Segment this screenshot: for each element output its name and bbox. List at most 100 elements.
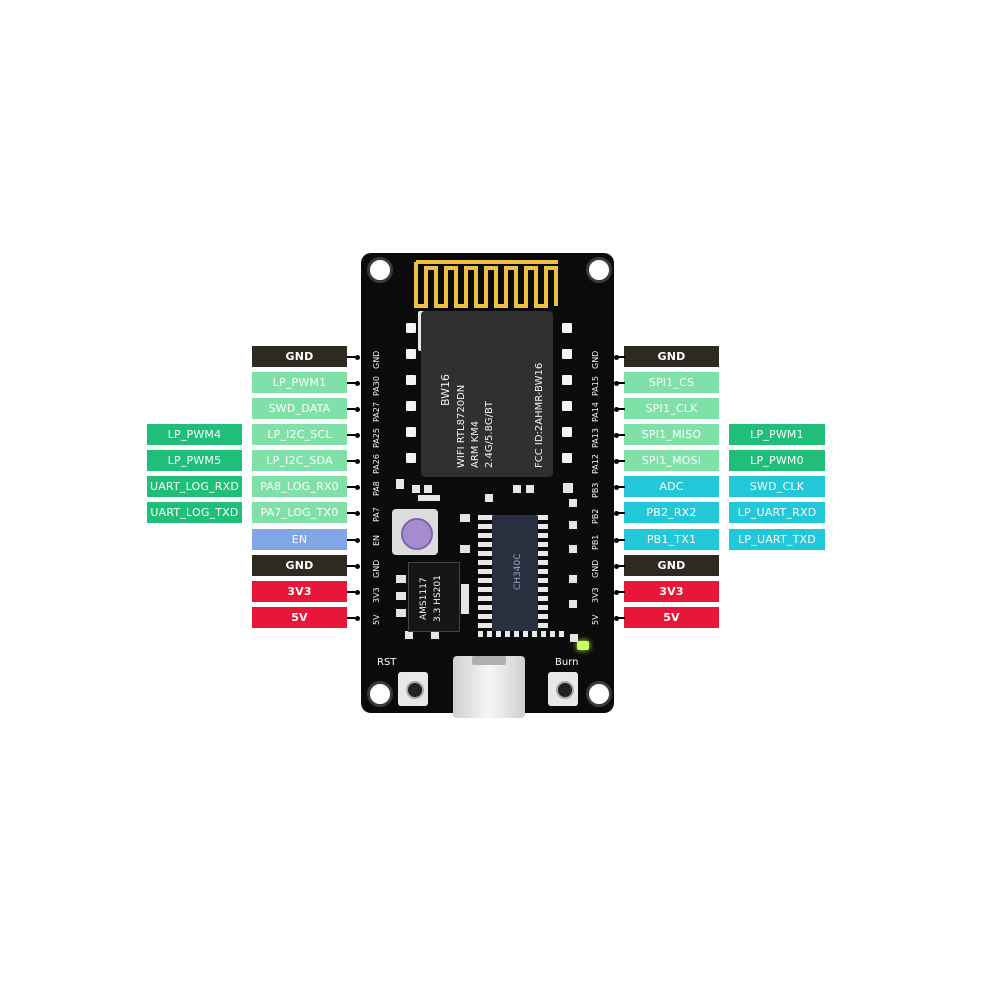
silk-left-8: GND (372, 559, 381, 578)
usb-c-port (472, 656, 506, 665)
label-right-spi1-miso: SPI1_MISO (624, 424, 719, 445)
silk-right-10: 5V (591, 614, 600, 625)
label-right-5v: 5V (624, 607, 719, 628)
smd-component (513, 485, 521, 493)
silk-left-5: PA8 (372, 481, 381, 496)
rst-label: RST (377, 657, 397, 668)
pcb-antenna (412, 256, 562, 312)
label-left-pa8-log-rx0: PA8_LOG_RX0 (252, 476, 347, 497)
label-right-pb1-tx1: PB1_TX1 (624, 529, 719, 550)
label-left-lp-pwm1: LP_PWM1 (252, 372, 347, 393)
silk-right-1: PA15 (591, 376, 600, 396)
smd-component (396, 479, 404, 489)
mounting-hole-top-right (586, 257, 612, 283)
usb-serial-chip (492, 515, 538, 633)
label-left-3v3: 3V3 (252, 581, 347, 602)
label-right-gnd-2: GND (624, 555, 719, 576)
silk-right-3: PA13 (591, 428, 600, 448)
label-right-3v3: 3V3 (624, 581, 719, 602)
label-right-spi1-cs: SPI1_CS (624, 372, 719, 393)
label-left-lp-i2c-scl: LP_I2C_SCL (252, 424, 347, 445)
smd-component (569, 499, 577, 507)
label-right-pb2-rx2: PB2_RX2 (624, 502, 719, 523)
smd-component (526, 485, 534, 493)
label-left-pa7-log-tx0: PA7_LOG_TX0 (252, 502, 347, 523)
smd-component (424, 485, 432, 493)
smd-component (569, 521, 577, 529)
silk-left-1: PA30 (372, 376, 381, 396)
label-right-adc: ADC (624, 476, 719, 497)
label-left-alt-lp-pwm5: LP_PWM5 (147, 450, 242, 471)
voltage-regulator (408, 562, 460, 632)
silk-right-6: PB2 (591, 508, 600, 524)
label-left-swd-data: SWD_DATA (252, 398, 347, 419)
smd-component (431, 631, 439, 639)
smd-component (570, 634, 578, 642)
label-right-alt-lp-pwm0: LP_PWM0 (729, 450, 825, 471)
silk-right-0: GND (591, 350, 600, 369)
mounting-hole-top-left (367, 257, 393, 283)
module-line1: WIFI RTL8720DN (456, 384, 467, 468)
usb-c-connector[interactable] (453, 656, 525, 718)
silk-left-0: GND (372, 350, 381, 369)
regulator-tab (396, 609, 406, 617)
rst-button-cap (406, 681, 424, 699)
bottom-pads (478, 631, 564, 637)
smd-component (569, 545, 577, 553)
mounting-hole-bottom-right (586, 681, 612, 707)
module-fcc: FCC ID:2AHMR-BW16 (534, 362, 545, 468)
silk-right-7: PB1 (591, 534, 600, 550)
silk-right-9: 3V3 (591, 587, 600, 603)
module-line2: ARM KM4 (470, 420, 481, 468)
silk-left-10: 5V (372, 614, 381, 625)
label-left-gnd-1: GND (252, 346, 347, 367)
label-right-alt-lp-uart-txd: LP_UART_TXD (729, 529, 825, 550)
label-left-lp-i2c-sda: LP_I2C_SDA (252, 450, 347, 471)
smd-component (563, 483, 573, 493)
label-left-alt-uart-log-rxd: UART_LOG_RXD (147, 476, 242, 497)
silk-right-8: GND (591, 559, 600, 578)
smd-component (569, 600, 577, 608)
silk-right-4: PA12 (591, 454, 600, 474)
smd-component (460, 545, 470, 553)
label-left-gnd-2: GND (252, 555, 347, 576)
power-led (577, 641, 589, 650)
silk-left-6: PA7 (372, 507, 381, 522)
label-left-alt-uart-log-txd: UART_LOG_TXD (147, 502, 242, 523)
burn-label: Burn (555, 657, 579, 668)
burn-button-cap (556, 681, 574, 699)
silk-left-4: PA26 (372, 454, 381, 474)
silk-right-2: PA14 (591, 402, 600, 422)
silk-left-2: PA27 (372, 402, 381, 422)
label-right-spi1-mosi: SPI1_MOSI (624, 450, 719, 471)
regulator-tab (396, 592, 406, 600)
silk-left-3: PA25 (372, 428, 381, 448)
silk-left-7: EN (372, 534, 381, 546)
mounting-hole-bottom-left (367, 681, 393, 707)
silk-right-5: PB3 (591, 482, 600, 498)
label-right-alt-swd-clk: SWD_CLK (729, 476, 825, 497)
label-right-alt-lp-pwm1: LP_PWM1 (729, 424, 825, 445)
smd-component (412, 485, 420, 493)
module-name: BW16 (439, 373, 452, 406)
regulator-line2: 3.3 HS201 (433, 575, 443, 622)
label-right-alt-lp-uart-rxd: LP_UART_RXD (729, 502, 825, 523)
smd-component (569, 575, 577, 583)
rgb-led-lens (401, 518, 433, 550)
regulator-tab (461, 584, 469, 614)
label-right-gnd-1: GND (624, 346, 719, 367)
label-right-spi1-clk: SPI1_CLK (624, 398, 719, 419)
smd-component (485, 494, 493, 502)
label-left-en: EN (252, 529, 347, 550)
usb-chip-label: CH340C (513, 553, 523, 590)
bw16-module (421, 311, 553, 477)
smd-component (405, 631, 413, 639)
module-line3: 2.4G/5.8G/BT (484, 400, 495, 468)
regulator-tab (396, 575, 406, 583)
label-left-alt-lp-pwm4: LP_PWM4 (147, 424, 242, 445)
smd-component (460, 514, 470, 522)
label-left-5v: 5V (252, 607, 347, 628)
silk-left-9: 3V3 (372, 587, 381, 603)
smd-component (418, 495, 440, 501)
regulator-line1: AMS1117 (419, 577, 429, 620)
